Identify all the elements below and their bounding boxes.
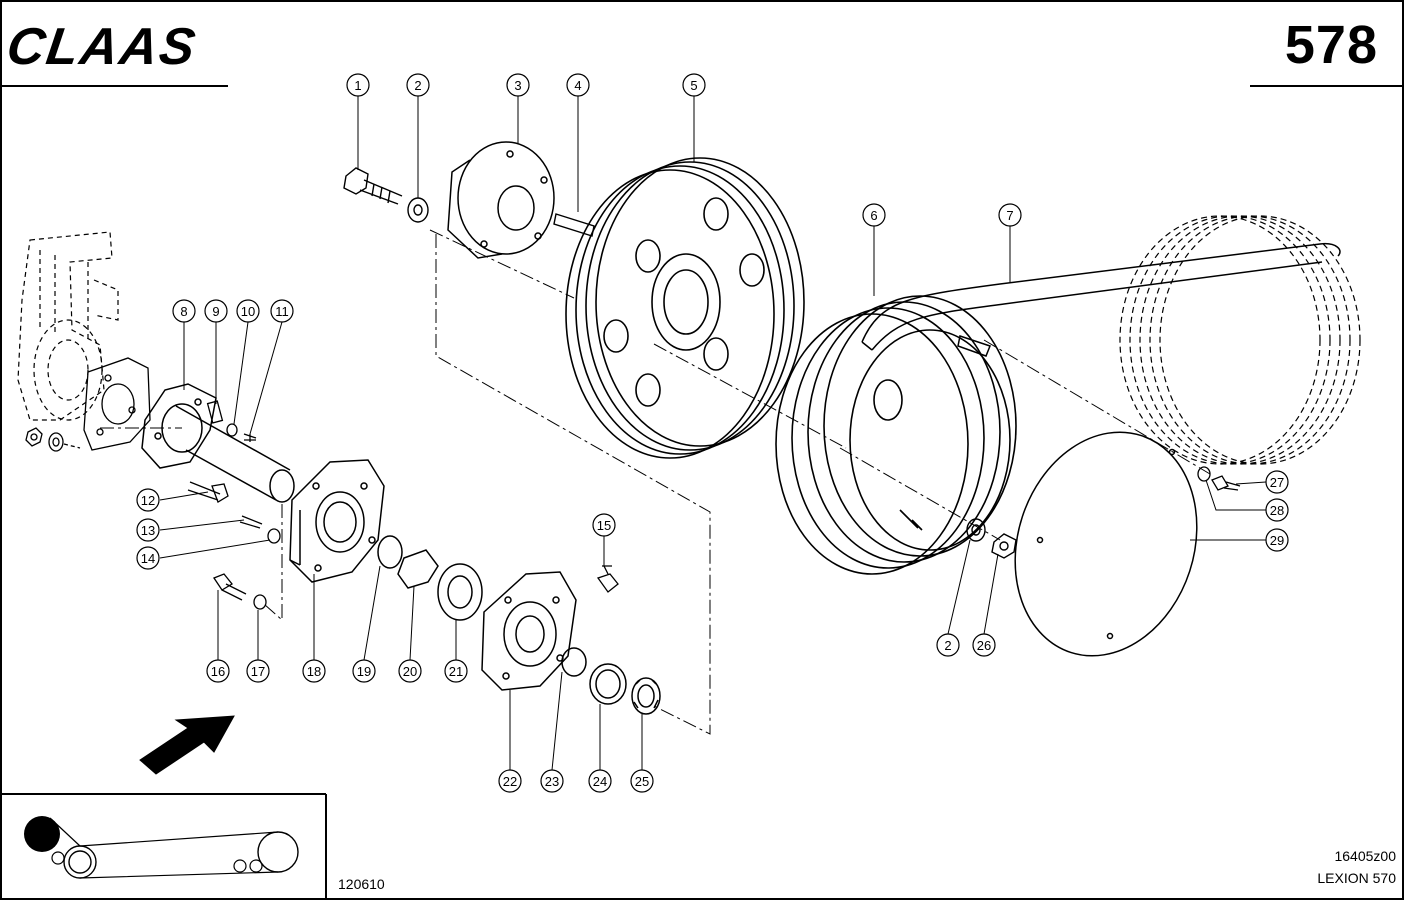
callout-24: 24 bbox=[588, 769, 612, 793]
model-name: LEXION 570 bbox=[1317, 870, 1396, 886]
callout-1: 1 bbox=[346, 73, 370, 97]
remote-pulley-outline bbox=[1119, 215, 1361, 465]
callout-9: 9 bbox=[204, 299, 228, 323]
washer-top bbox=[407, 197, 429, 223]
pulley-hub bbox=[447, 141, 555, 259]
svg-text:28: 28 bbox=[1270, 503, 1284, 518]
svg-text:3: 3 bbox=[514, 78, 521, 93]
svg-text:20: 20 bbox=[403, 664, 417, 679]
page-number: 578 bbox=[1284, 15, 1378, 75]
svg-text:7: 7 bbox=[1006, 208, 1013, 223]
svg-text:17: 17 bbox=[251, 664, 265, 679]
svg-text:10: 10 bbox=[241, 304, 255, 319]
callout-25: 25 bbox=[630, 769, 654, 793]
callout-27: 27 bbox=[1265, 470, 1289, 494]
svg-text:18: 18 bbox=[307, 664, 321, 679]
callout-19: 19 bbox=[352, 659, 376, 683]
svg-text:27: 27 bbox=[1270, 475, 1284, 490]
callout-29: 29 bbox=[1265, 528, 1289, 552]
hex-bolt bbox=[343, 167, 403, 205]
svg-text:25: 25 bbox=[635, 774, 649, 789]
svg-text:21: 21 bbox=[449, 664, 463, 679]
feather-key bbox=[553, 213, 595, 237]
v-belt bbox=[861, 242, 1341, 357]
callout-6: 6 bbox=[862, 203, 886, 227]
callout-14: 14 bbox=[136, 546, 160, 570]
callout-18: 18 bbox=[302, 659, 326, 683]
brand-logo: CLAAS bbox=[3, 18, 200, 76]
outer-flange bbox=[481, 571, 577, 691]
locking-plate-set bbox=[206, 400, 257, 442]
callout-5: 5 bbox=[682, 73, 706, 97]
callout-11: 11 bbox=[270, 299, 294, 323]
nut-and-washer-right bbox=[966, 518, 1017, 559]
callout-21: 21 bbox=[444, 659, 468, 683]
drawing-code: 120610 bbox=[338, 876, 385, 892]
shaft-stub bbox=[141, 383, 295, 503]
callout-4: 4 bbox=[566, 73, 590, 97]
callout-20: 20 bbox=[398, 659, 422, 683]
svg-text:15: 15 bbox=[597, 518, 611, 533]
assembly-center-lines bbox=[100, 229, 1211, 735]
callout-13: 13 bbox=[136, 518, 160, 542]
callout-10: 10 bbox=[236, 299, 260, 323]
svg-text:29: 29 bbox=[1270, 533, 1284, 548]
callout-28: 28 bbox=[1265, 498, 1289, 522]
callout-2-right: 2 bbox=[936, 633, 960, 657]
callout-2: 2 bbox=[406, 73, 430, 97]
callout-8: 8 bbox=[172, 299, 196, 323]
belt-drive-schematic-icon bbox=[2, 793, 327, 899]
svg-text:26: 26 bbox=[977, 638, 991, 653]
svg-text:2: 2 bbox=[944, 638, 951, 653]
svg-text:9: 9 bbox=[212, 304, 219, 319]
callout-16: 16 bbox=[206, 659, 230, 683]
nut-and-washer-left bbox=[25, 427, 81, 452]
svg-text:19: 19 bbox=[357, 664, 371, 679]
cover-screw-set bbox=[1197, 466, 1241, 491]
bearing-rings-19-21 bbox=[377, 535, 483, 621]
callout-17: 17 bbox=[246, 659, 270, 683]
reference-code: 16405z00 bbox=[1334, 848, 1396, 864]
direction-arrow-icon bbox=[139, 715, 235, 775]
callout-15: 15 bbox=[592, 513, 616, 537]
svg-text:22: 22 bbox=[503, 774, 517, 789]
callout-leaders bbox=[159, 96, 1267, 771]
bearing-housing bbox=[289, 459, 385, 583]
svg-text:23: 23 bbox=[545, 774, 559, 789]
callout-26: 26 bbox=[972, 633, 996, 657]
svg-text:6: 6 bbox=[870, 208, 877, 223]
svg-text:5: 5 bbox=[690, 78, 697, 93]
svg-text:13: 13 bbox=[141, 523, 155, 538]
callout-7: 7 bbox=[998, 203, 1022, 227]
callout-3: 3 bbox=[506, 73, 530, 97]
svg-text:14: 14 bbox=[141, 551, 155, 566]
svg-text:8: 8 bbox=[180, 304, 187, 319]
svg-text:16: 16 bbox=[211, 664, 225, 679]
svg-text:12: 12 bbox=[141, 493, 155, 508]
grease-nipple bbox=[596, 565, 619, 593]
svg-text:24: 24 bbox=[593, 774, 607, 789]
svg-text:CLAAS: CLAAS bbox=[3, 18, 200, 76]
svg-text:11: 11 bbox=[275, 304, 289, 319]
svg-text:2: 2 bbox=[414, 78, 421, 93]
svg-text:4: 4 bbox=[574, 78, 581, 93]
callout-12: 12 bbox=[136, 488, 160, 512]
callout-22: 22 bbox=[498, 769, 522, 793]
screws-lower-left bbox=[187, 481, 281, 610]
machine-frame-outline bbox=[17, 231, 119, 421]
large-pulley bbox=[565, 157, 805, 459]
cover-plate bbox=[1014, 431, 1198, 657]
mounting-flange bbox=[83, 357, 151, 451]
callout-23: 23 bbox=[540, 769, 564, 793]
svg-text:1: 1 bbox=[354, 78, 361, 93]
retaining-parts-23-25 bbox=[561, 647, 661, 715]
